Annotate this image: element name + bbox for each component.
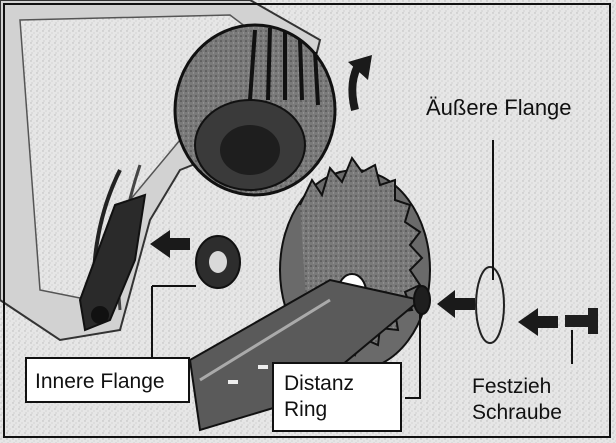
- clamp-arm: [78, 193, 147, 332]
- spacer-ring: [413, 285, 431, 315]
- arrow-to-flange-icon: [518, 308, 558, 336]
- leader-lines: [151, 140, 573, 399]
- inner-flange: [195, 235, 241, 289]
- arrow-to-blade-icon: [437, 290, 475, 318]
- clamp-screw: [565, 308, 598, 334]
- clamp-screw-label-line1: Festzieh: [472, 375, 552, 398]
- spacer-ring-label-line1: Distanz: [284, 372, 355, 395]
- clamp-screw-label-line2: Schraube: [472, 401, 562, 424]
- inner-flange-label-box: [25, 357, 190, 403]
- motor-head: [173, 23, 337, 197]
- guide-bar: [188, 278, 423, 432]
- arrow-to-housing-icon: [150, 230, 190, 258]
- leader-spacer-ring: [405, 314, 421, 399]
- outer-flange-label: Äußere Flange: [426, 95, 572, 120]
- spacer-ring-label-line2: Ring: [284, 398, 328, 421]
- spacer-ring-label-box: [272, 362, 402, 432]
- outer-flange: [475, 266, 505, 344]
- inner-flange-label: Innere Flange: [35, 370, 165, 393]
- rotation-direction-arrow-icon: [348, 55, 372, 111]
- assembly-arrow-icons: [150, 230, 558, 336]
